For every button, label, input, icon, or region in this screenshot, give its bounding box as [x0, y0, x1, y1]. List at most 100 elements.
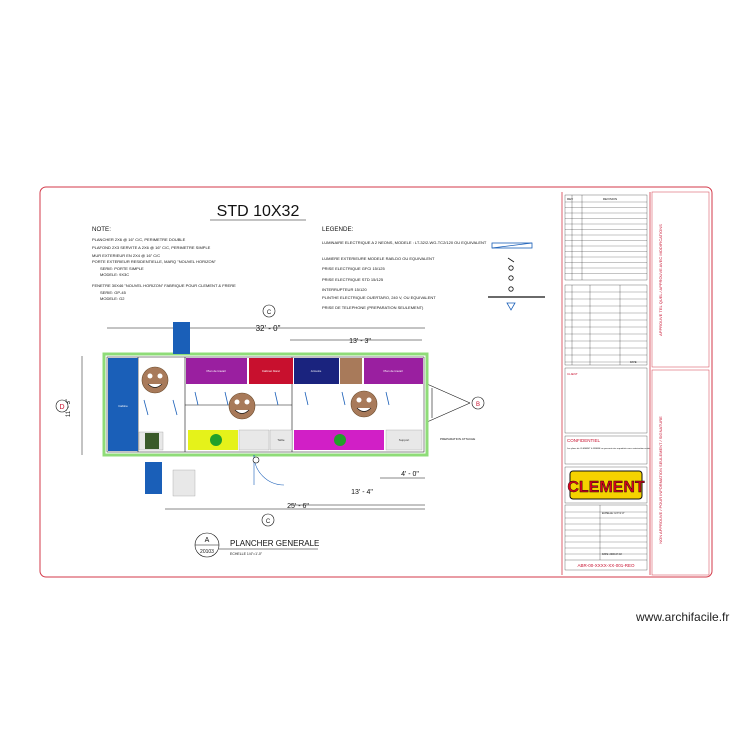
info-table	[564, 504, 648, 571]
note-line: MUR EXTERIEUR EN 2X4 @ 16" C/C	[92, 253, 160, 258]
side-strip-bottom	[651, 369, 710, 576]
drawing-title: STD 10X32	[217, 203, 300, 220]
gray-counter-1	[238, 429, 270, 451]
side-strip-bottom-text: NON APPROUVE / POUR INFORMATION SEULEMEN…	[658, 416, 663, 544]
marker-bottom-label: C	[266, 519, 271, 525]
gfci-outlet-symbol	[508, 265, 514, 271]
revision-rows	[565, 201, 647, 274]
switch-symbol	[508, 286, 514, 292]
outside-box-bottom	[145, 462, 162, 494]
exterior-light-symbol	[507, 257, 515, 263]
exterior-light	[252, 456, 260, 464]
navy-cabinet-label: Armoire	[311, 369, 322, 373]
gray-counter-2	[385, 429, 423, 451]
notes-block: PLANCHER 2X6 @ 16" C/C, PERIMETRE DOUBLE…	[92, 237, 236, 301]
cabinet-left-label: Cabine	[118, 404, 128, 408]
legend-symbols	[488, 242, 545, 311]
cabinet-left-long	[108, 358, 138, 451]
smiley-icon	[350, 390, 378, 418]
side-strip-top	[651, 191, 710, 368]
red-cabinet	[249, 358, 293, 384]
legend-item: PLINTHE ELECTRIQUE OUERTARO, 240 V, OU E…	[322, 295, 436, 300]
client-box	[564, 367, 648, 434]
red-cabinet-label: Cabinet blanc	[262, 369, 281, 373]
note-line: PLAFOND 2X3 SERVITE A 2X6 @ 16" C/C, PER…	[92, 245, 211, 250]
legend-item: INTERRUPTEUR 15/120	[322, 287, 367, 292]
std-outlet-symbol	[508, 275, 514, 281]
legend-item: LUMINAIRE ELECTRIQUE A 2 NEONS, MODELE :…	[322, 240, 487, 245]
dark-green-block	[145, 433, 159, 449]
purple-cabinet-2	[364, 358, 423, 384]
brown-cabinet	[340, 358, 362, 384]
confidential-heading: CONFIDENTIEL	[567, 438, 601, 443]
navy-cabinet	[294, 358, 339, 384]
marker-left-label: D	[59, 404, 64, 411]
dim-depth-left: 11' - 3"	[66, 399, 72, 417]
note-line: FENETRE 30X46 "NOUVEL HORIZON" FABRIQUE …	[92, 283, 236, 288]
revision-date-col: REVISION	[603, 197, 617, 201]
support-label: Support	[399, 438, 410, 442]
note-line: MODELE: G2	[100, 296, 125, 301]
legend-item: LUMIERE EXTERIEURE MODELE RAB-DO OU EQUI…	[322, 256, 435, 261]
legend-item: PRISE ELECTRIQUE STD 15/125	[322, 277, 384, 282]
side-strip-top-text: APPROUVE TEL QUEL / APPROUVE AVEC MODIFI…	[658, 224, 663, 336]
note-line: PLANCHER 2X6 @ 16" C/C, PERIMETRE DOUBLE	[92, 237, 186, 242]
marker-right-label: B	[476, 402, 480, 408]
light-fixtures	[143, 391, 390, 416]
plan-caption: PLANCHER GENERALE	[230, 539, 319, 548]
green-sink-1	[210, 434, 222, 446]
clement-logo-text: CLEMENT	[567, 479, 645, 496]
revision-table	[564, 194, 648, 281]
marker-top-label: C	[267, 310, 272, 316]
outside-box-top	[173, 322, 190, 354]
legend-heading: LEGENDE:	[322, 226, 354, 233]
notes-heading: NOTE:	[92, 226, 111, 233]
approval-date-col: DATE	[630, 361, 637, 364]
dim-overall-top: 32' - 0"	[256, 324, 281, 333]
dimensions	[81, 327, 425, 510]
trailer-hitch	[426, 383, 471, 423]
section-sheet: 20103	[200, 549, 214, 555]
marker-right: B	[471, 396, 485, 410]
dim-small-bottom: 4' - 0"	[401, 471, 419, 478]
confidential-box	[564, 435, 648, 465]
approval-table	[564, 284, 648, 366]
section-letter: A	[205, 537, 210, 544]
trailer-inner-wall	[106, 356, 425, 453]
gray-table	[269, 429, 293, 451]
purple-cabinet-1	[186, 358, 247, 384]
info-rows	[565, 511, 647, 555]
note-line: MODELE: 9X3C	[100, 272, 129, 277]
confidential-text: Les plans de CLEMENT & FRERE ne peuvent …	[567, 447, 651, 450]
dim-mid-bottom: 13' - 4"	[351, 489, 373, 496]
note-line: SERIE: PORTE SIMPLE	[100, 266, 144, 271]
legend-block: LUMINAIRE ELECTRIQUE A 2 NEONS, MODELE :…	[322, 240, 487, 310]
smiley-icon	[141, 366, 169, 394]
approval-rows	[565, 291, 647, 363]
hitch-note: PREPARATION ATTACHE	[440, 437, 475, 441]
legend-item: PRISE ELECTRIQUE GFCI 15/125	[322, 266, 385, 271]
section-marker: A 20103	[194, 532, 220, 558]
note-line: SERIE: GP-45	[100, 290, 127, 295]
scale-label: ECHELLE: 1/4"=1'-0"	[602, 512, 625, 515]
purple-cabinet-2-label: Plan de travail	[383, 369, 402, 373]
dim-overall-bottom: 25' - 6"	[287, 503, 309, 510]
purple-cabinet-1-label: Plan de travail	[206, 369, 225, 373]
legend-item: PRISE DE TELEPHONE (PREPARATION SEULEMEN…	[322, 305, 424, 310]
clement-logo	[569, 470, 643, 500]
marker-top: C	[262, 304, 276, 318]
luminaire-symbol	[491, 242, 533, 249]
smiley-icon	[228, 392, 256, 420]
dim-inner-top: 13' - 3"	[349, 338, 371, 345]
watermark: www.archifacile.fr	[636, 610, 730, 624]
table-label: Table	[277, 438, 285, 442]
marker-left: D	[55, 399, 69, 413]
outside-gray-box	[172, 469, 196, 497]
revision-header: REV	[567, 197, 573, 201]
plan-caption-sub: ECHELLE 1/4"=1'-0"	[230, 552, 263, 556]
green-sink-2	[334, 434, 346, 446]
marker-bottom: C	[261, 513, 275, 527]
client-label: CLIENT	[567, 372, 578, 376]
phone-jack-symbol	[506, 302, 516, 311]
